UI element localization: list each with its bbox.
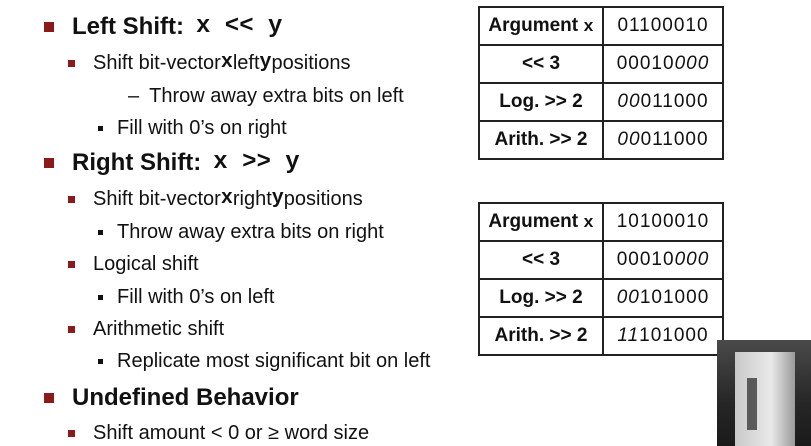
square-bullet-icon	[98, 229, 103, 235]
video-panel	[735, 352, 795, 446]
table-row: << 3 00010000	[478, 240, 724, 280]
square-bullet-icon	[68, 260, 75, 268]
right-shift-title: Right Shift:	[72, 149, 202, 176]
left-shift-item-2: Fill with 0’s on right	[98, 115, 287, 141]
text-fragment: positions	[271, 52, 351, 74]
text-fragment: Shift bit-vector	[93, 52, 221, 74]
presenter-video-thumbnail	[717, 340, 811, 446]
row-value: 00011000	[602, 120, 724, 160]
row-label: << 3	[478, 44, 604, 84]
left-shift-item-1: Shift bit-vector x left y positions	[68, 50, 350, 76]
row-value: 11101000	[602, 316, 724, 356]
row-label: Log. >> 2	[478, 82, 604, 122]
text-fragment: Shift amount < 0 or ≥ word size	[93, 422, 370, 444]
var-y: y	[259, 51, 272, 74]
row-label: << 3	[478, 240, 604, 280]
text-fragment: Arithmetic shift	[93, 318, 225, 340]
dash-bullet-icon: –	[128, 85, 140, 107]
square-bullet-icon	[44, 393, 54, 403]
square-bullet-icon	[98, 294, 103, 300]
undefined-title: Undefined Behavior	[72, 384, 299, 411]
table-row: Log. >> 2 00101000	[478, 278, 724, 318]
heading-left-shift: Left Shift: x << y	[44, 12, 282, 42]
square-bullet-icon	[68, 59, 75, 67]
row-value: 00011000	[602, 82, 724, 122]
square-bullet-icon	[44, 158, 54, 168]
var-x: x	[220, 187, 233, 210]
table-row: Arith. >> 2 11101000	[478, 316, 724, 356]
table-row: Argument x 01100010	[478, 6, 724, 46]
table-row: Argument x 10100010	[478, 202, 724, 242]
square-bullet-icon	[68, 429, 75, 437]
row-value: 01100010	[602, 6, 724, 46]
text-fragment: right	[232, 188, 272, 210]
right-shift-item-3-sub: Replicate most significant bit on left	[98, 348, 431, 374]
square-bullet-icon	[98, 125, 103, 131]
right-shift-item-2-sub: Fill with 0’s on left	[98, 284, 274, 310]
row-label: Arith. >> 2	[478, 316, 604, 356]
text-fragment: Fill with 0’s on left	[117, 286, 275, 308]
var-y: y	[271, 187, 284, 210]
right-shift-code: x >> y	[213, 149, 300, 176]
text-fragment: Throw away extra bits on right	[117, 221, 384, 243]
var-x: x	[220, 51, 233, 74]
video-slot	[747, 378, 757, 430]
square-bullet-icon	[68, 325, 75, 333]
row-label: Arith. >> 2	[478, 120, 604, 160]
table-row: Log. >> 2 00011000	[478, 82, 724, 122]
left-shift-item-1-sub: – Throw away extra bits on left	[128, 83, 404, 109]
right-shift-item-1-sub: Throw away extra bits on right	[98, 219, 384, 245]
left-shift-title: Left Shift:	[72, 13, 184, 40]
left-shift-code: x << y	[195, 13, 283, 40]
row-value: 10100010	[602, 202, 724, 242]
text-fragment: Fill with 0’s on right	[117, 117, 287, 139]
heading-undefined-behavior: Undefined Behavior	[44, 383, 299, 413]
square-bullet-icon	[44, 22, 54, 32]
right-shift-item-1: Shift bit-vector x right y positions	[68, 186, 363, 212]
text-fragment: Shift bit-vector	[93, 188, 221, 210]
row-label: Log. >> 2	[478, 278, 604, 318]
text-fragment: Replicate most significant bit on left	[117, 350, 431, 372]
row-value: 00010000	[602, 44, 724, 84]
text-fragment: left	[232, 52, 260, 74]
heading-right-shift: Right Shift: x >> y	[44, 148, 300, 178]
undefined-item-1: Shift amount < 0 or ≥ word size	[68, 420, 369, 446]
text-fragment: Logical shift	[93, 253, 199, 275]
row-label: Argument x	[478, 6, 604, 46]
square-bullet-icon	[98, 358, 103, 364]
right-shift-item-2: Logical shift	[68, 251, 199, 277]
square-bullet-icon	[68, 195, 75, 203]
row-label: Argument x	[478, 202, 604, 242]
text-fragment: positions	[283, 188, 363, 210]
shift-table-2: Argument x 10100010 << 3 00010000 Log. >…	[478, 202, 724, 356]
right-shift-item-3: Arithmetic shift	[68, 316, 224, 342]
shift-table-1: Argument x 01100010 << 3 00010000 Log. >…	[478, 6, 724, 160]
table-row: Arith. >> 2 00011000	[478, 120, 724, 160]
row-value: 00101000	[602, 278, 724, 318]
row-value: 00010000	[602, 240, 724, 280]
table-row: << 3 00010000	[478, 44, 724, 84]
text-fragment: Throw away extra bits on left	[149, 85, 404, 107]
